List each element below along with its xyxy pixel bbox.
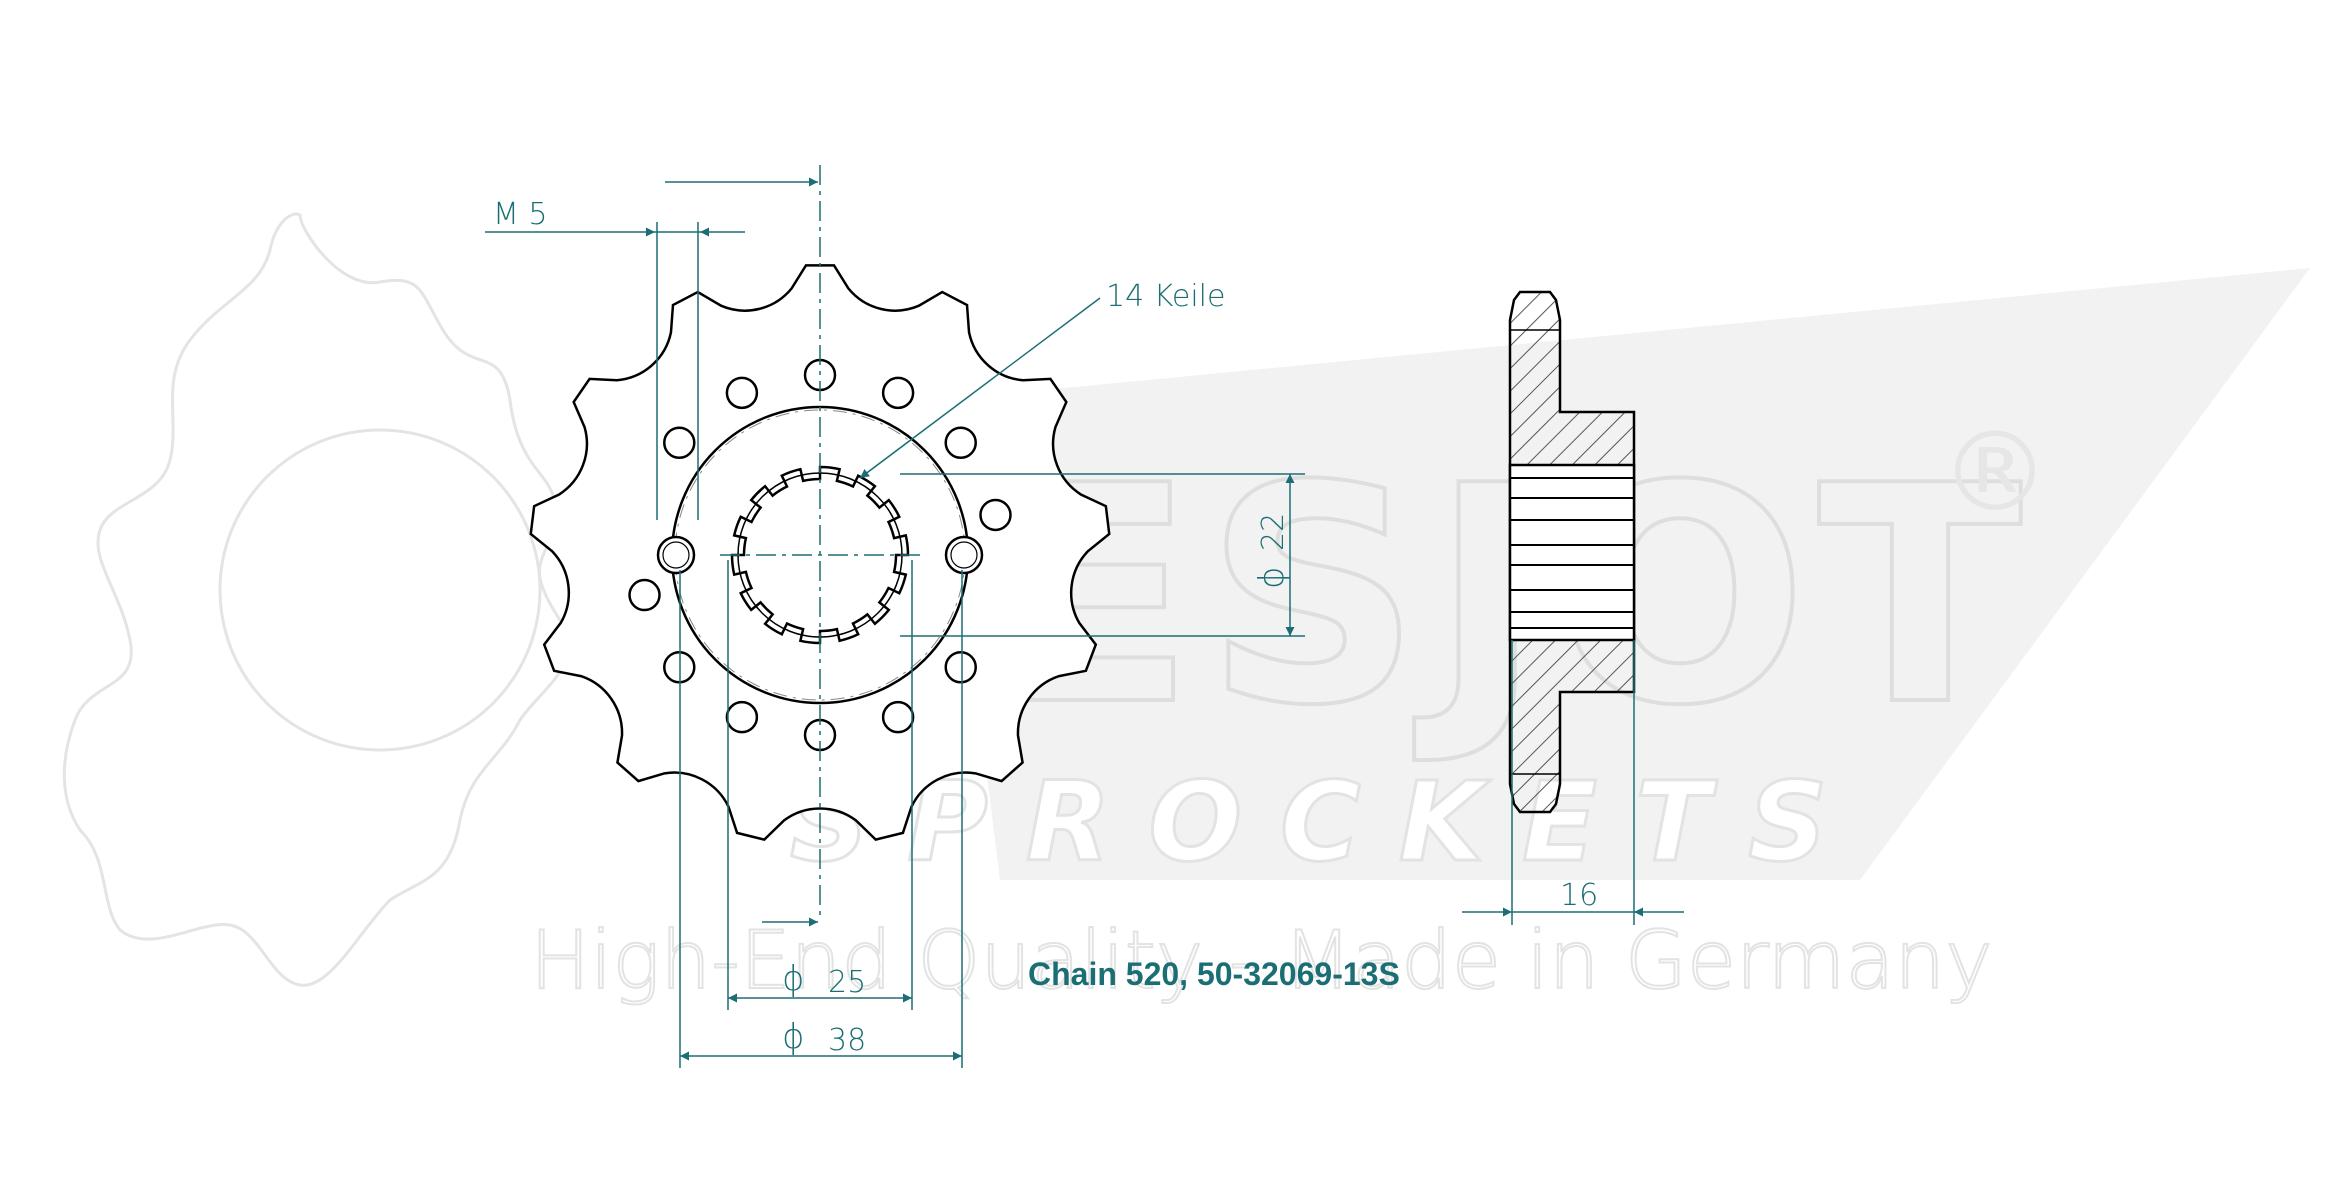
sprocket-front-view	[529, 165, 1111, 920]
dim-width-lines	[1462, 640, 1684, 925]
side-view-spline-band	[1508, 463, 1636, 642]
lightening-hole	[944, 650, 977, 684]
dim-phi25-symbol: ϕ	[782, 959, 804, 999]
part-label: Chain 520, 50-32069-13S	[1028, 956, 1400, 992]
dimension-lines	[485, 177, 1305, 1068]
dim-m5-label: M 5	[493, 197, 548, 232]
dim-phi38-value: 38	[828, 1023, 866, 1058]
dim-phi22-value: 22	[1256, 513, 1291, 551]
lightening-hole	[628, 578, 661, 612]
dim-phi38-symbol: ϕ	[782, 1017, 804, 1057]
watermark-brand: ESJOT	[990, 422, 2032, 771]
bolt-hole	[944, 535, 984, 575]
bolt-holes	[656, 535, 984, 575]
watermark-subbrand: SPROCKETS	[790, 758, 1865, 886]
lightening-hole	[725, 700, 759, 734]
dim-phi22-symbol: ϕ	[1252, 567, 1292, 589]
dim-phi22-group: ϕ 22	[1252, 513, 1292, 589]
dim-phi25-value: 25	[828, 965, 866, 1000]
bolt-hole	[656, 535, 696, 575]
lightening-hole	[663, 426, 696, 460]
side-view-spline-lines	[1510, 477, 1634, 629]
lightening-hole	[881, 376, 915, 410]
lightening-hole	[944, 426, 977, 460]
watermark-sprocket-outline	[62, 212, 571, 987]
lightening-hole	[979, 498, 1012, 532]
dim-width-16-label: 16	[1560, 878, 1598, 913]
dim-keile-label: 14 Keile	[1106, 279, 1225, 314]
lightening-hole	[881, 700, 915, 734]
watermark-registered: ®	[1940, 408, 2050, 536]
watermark-sprocket-hub	[218, 428, 542, 752]
watermark-tagline: High-End Quality - Made in Germany	[530, 914, 1993, 1007]
lightening-hole	[725, 376, 759, 410]
